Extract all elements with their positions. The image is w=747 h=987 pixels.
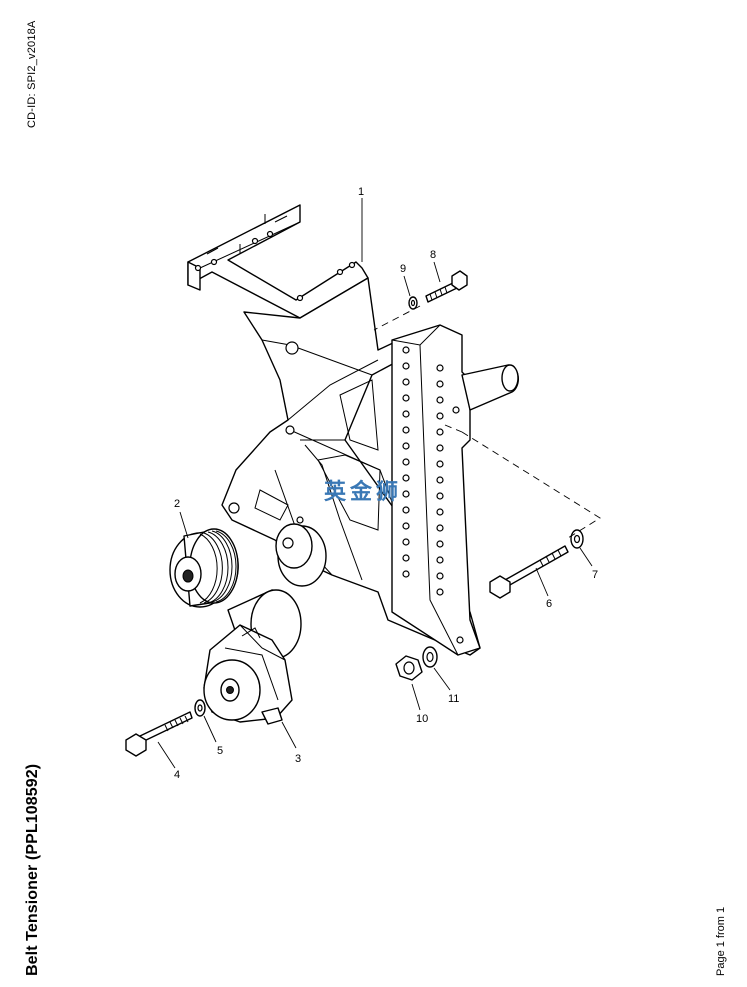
callout-5: 5	[217, 745, 223, 757]
callout-10: 10	[416, 713, 428, 725]
tensioner-part-3	[203, 589, 302, 725]
bolt-part-6	[489, 545, 569, 599]
callout-4: 4	[174, 769, 180, 781]
watermark: 英金狮	[324, 479, 402, 505]
nut-part-10	[395, 655, 423, 681]
pulley-part-2	[169, 528, 239, 608]
bolt-part-8	[425, 270, 468, 303]
washer-part-7	[570, 529, 584, 549]
plate-holes	[402, 346, 464, 644]
assembly-line-plate	[444, 424, 463, 433]
assembly-line-bolt-8	[373, 305, 421, 331]
bracket-part-1	[187, 204, 519, 656]
washer-part-5	[194, 699, 206, 717]
callout-1: 1	[358, 186, 364, 198]
callout-8: 8	[430, 249, 436, 261]
leader-lines	[157, 198, 593, 769]
callout-9: 9	[400, 263, 406, 275]
callout-2: 2	[174, 498, 180, 510]
washer-part-11	[422, 646, 438, 668]
callout-11: 11	[448, 693, 459, 705]
callout-3: 3	[295, 753, 301, 765]
callout-7: 7	[592, 569, 598, 581]
bolt-part-4	[125, 711, 193, 757]
assembly-line-bolt-6	[461, 431, 601, 539]
callout-6: 6	[546, 598, 552, 610]
washer-part-9	[408, 296, 418, 310]
